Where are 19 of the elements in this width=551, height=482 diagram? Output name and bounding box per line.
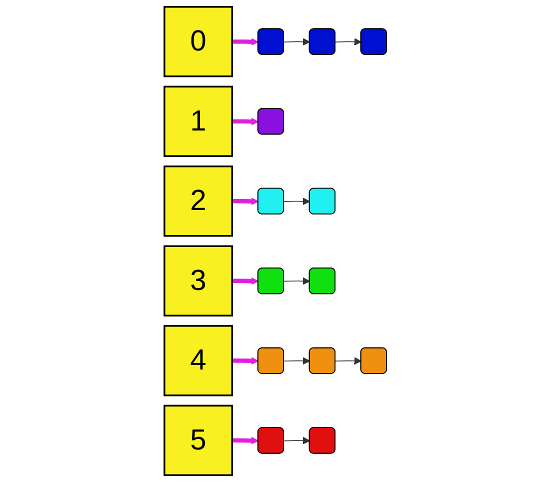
arrow [284,357,310,365]
node-box: 5 [164,404,233,476]
arrow [335,357,362,365]
arrow [284,198,310,206]
arrow [232,277,259,285]
arrow [335,38,362,46]
node-box: 0 [164,6,233,78]
node-box: 4 [164,325,233,396]
node-box: 3 [164,245,233,316]
arrow [232,198,259,206]
arrow [284,436,310,444]
arrow [232,357,259,365]
arrow [232,436,259,444]
node-box: 1 [164,86,233,157]
arrow [232,118,259,126]
arrow [232,38,259,46]
arrow [284,277,310,285]
arrow [284,38,310,46]
node-box: 2 [164,166,233,237]
